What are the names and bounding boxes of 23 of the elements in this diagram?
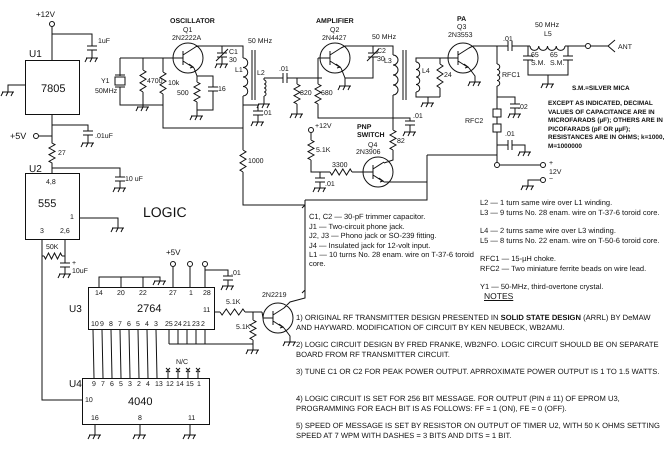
wire: [120, 330, 122, 378]
wire: [102, 330, 104, 378]
notes-heading: NOTES: [484, 292, 514, 300]
part-designator: U1: [29, 49, 42, 60]
wire: [110, 330, 112, 378]
component-value: +12V: [36, 10, 55, 20]
wire: [146, 330, 148, 378]
chip-number: 2764: [137, 303, 162, 316]
wire: [92, 330, 94, 378]
section-heading: LOGIC: [143, 204, 187, 220]
component-value: +5V: [166, 248, 180, 258]
wire: [156, 330, 158, 378]
wire: [48, 114, 56, 174]
chip-number: 4040: [128, 396, 152, 409]
part-designator: U2: [29, 164, 42, 175]
wire: [42, 240, 82, 400]
wire: [138, 330, 140, 378]
chip-number: 7805: [41, 83, 66, 96]
chip-number: 555: [38, 198, 56, 211]
part-designator: U3: [69, 304, 82, 315]
component-value: +5V: [10, 131, 26, 142]
part-designator: U4: [69, 379, 82, 390]
wire: [128, 330, 130, 378]
